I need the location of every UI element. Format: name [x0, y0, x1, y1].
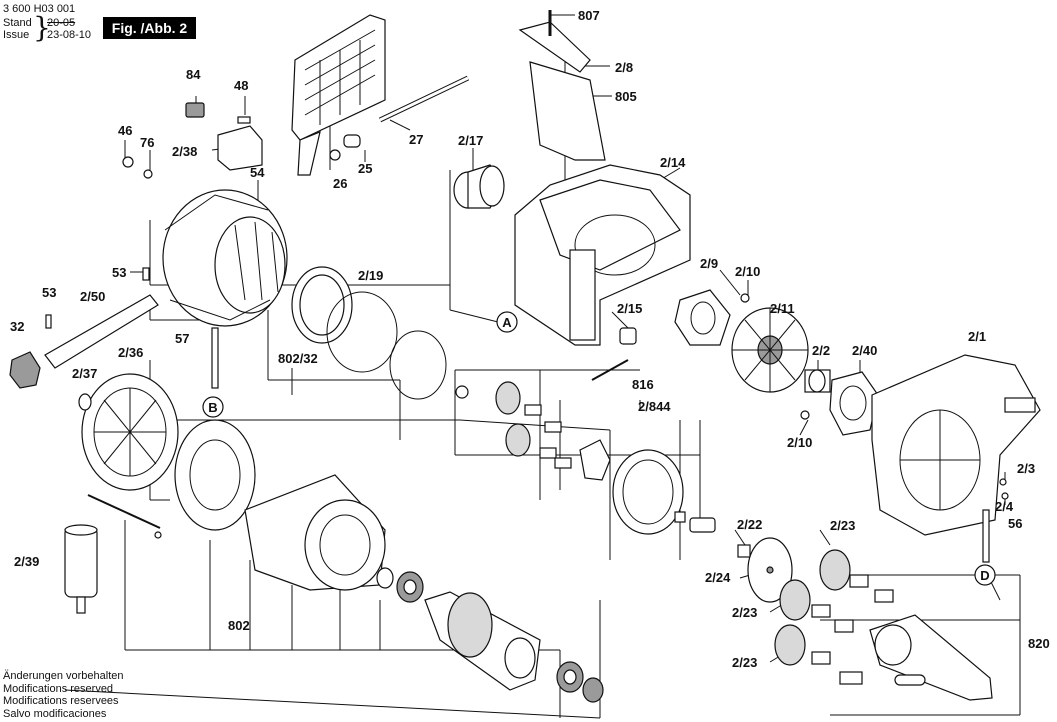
part-label-2-38: 2/38	[172, 144, 197, 159]
part-label-53a: 53	[112, 265, 126, 280]
part-label-2-11: 2/11	[770, 301, 795, 316]
bearings	[376, 567, 604, 703]
part-label-25: 25	[358, 161, 372, 176]
gasket-2-9	[674, 289, 731, 346]
fan-2-36	[78, 373, 179, 491]
part-label-2-2: 2/2	[812, 343, 830, 358]
gearbox-housing	[514, 164, 691, 346]
bushing-2-17	[453, 164, 505, 209]
part-label-2-50: 2/50	[80, 289, 105, 304]
small-screws	[591, 293, 1009, 500]
stator	[244, 474, 386, 591]
part-label-56: 56	[1008, 516, 1022, 531]
footer-line-es: Salvo modificaciones	[3, 707, 107, 720]
part-label-2-19: 2/19	[358, 268, 383, 283]
gear-stack	[737, 537, 993, 701]
part-label-2-39: 2/39	[14, 554, 39, 569]
rod-27	[378, 75, 470, 123]
footer-line-de: Änderungen vorbehalten	[3, 670, 124, 682]
part-label-2-22: 2/22	[737, 517, 762, 532]
part-label-2-23a: 2/23	[830, 518, 855, 533]
footer-line-en: Modifications reserved	[3, 682, 114, 695]
callout-a: A	[502, 315, 512, 330]
capacitor-2-39	[64, 524, 98, 614]
fence-plate	[291, 14, 386, 176]
part-label-2-10a: 2/10	[735, 264, 760, 279]
part-label-57: 57	[175, 331, 189, 346]
rotor	[424, 591, 541, 691]
part-label-32: 32	[10, 319, 24, 334]
part-label-820: 820	[1028, 636, 1050, 651]
document-number: 3 600 H03 001	[3, 3, 76, 15]
part-label-2-844: 2/844	[638, 399, 671, 414]
part-label-2-1: 2/1	[968, 329, 986, 344]
impeller-2-11	[731, 307, 809, 393]
part-label-48: 48	[234, 78, 248, 93]
footer-line-fr: Modifications reservees	[3, 695, 119, 707]
part-label-46: 46	[118, 123, 132, 138]
cover-805	[518, 21, 606, 161]
housing-2-1	[871, 354, 1041, 536]
switch-parts	[122, 102, 361, 179]
part-label-2-15: 2/15	[617, 301, 642, 316]
part-number-labels: 807 2/8 805 84 48 46 76 2/38 27 2/17 25 …	[10, 8, 1050, 670]
pin-56	[982, 509, 990, 563]
end-cap	[174, 419, 256, 531]
long-bolt	[87, 494, 162, 539]
part-label-26: 26	[333, 176, 347, 191]
callout-letters: A B D	[208, 315, 989, 583]
part-label-76: 76	[140, 135, 154, 150]
part-label-2-9: 2/9	[700, 256, 718, 271]
callout-markers	[202, 311, 996, 586]
part-label-27: 27	[409, 132, 423, 147]
part-label-2-17: 2/17	[458, 133, 483, 148]
issue-label: Issue	[3, 29, 30, 41]
part-label-2-23b: 2/23	[732, 605, 757, 620]
flange-2-40	[829, 371, 879, 436]
part-label-53b: 53	[42, 285, 56, 300]
planetary-gears	[455, 381, 716, 535]
rings-2-19	[291, 266, 447, 400]
pin-57	[211, 327, 219, 389]
stand-label: Stand	[3, 17, 32, 29]
part-label-2-37: 2/37	[72, 366, 97, 381]
shaft-2-50	[9, 267, 159, 389]
part-label-2-36: 2/36	[118, 345, 143, 360]
part-label-2-10b: 2/10	[787, 435, 812, 450]
part-label-805: 805	[615, 89, 637, 104]
figure-label: Fig. /Abb. 2	[103, 17, 196, 39]
part-label-2-4: 2/4	[995, 499, 1014, 514]
part-label-2-40: 2/40	[852, 343, 877, 358]
motor-housing	[162, 189, 288, 327]
part-label-2-3: 2/3	[1017, 461, 1035, 476]
issue-value: 23-08-10	[47, 29, 92, 41]
bearing-2-2	[804, 369, 831, 393]
part-label-54: 54	[250, 165, 265, 180]
part-label-2-23c: 2/23	[732, 655, 757, 670]
part-label-802: 802	[228, 618, 250, 633]
part-label-807: 807	[578, 8, 600, 23]
brace-glyph: }	[33, 11, 51, 44]
part-label-2-24: 2/24	[705, 570, 731, 585]
part-label-2-8: 2/8	[615, 60, 633, 75]
stand-value: 20-05	[47, 17, 76, 29]
callout-d: D	[980, 568, 989, 583]
part-label-84: 84	[186, 67, 201, 82]
callout-b: B	[208, 400, 217, 415]
part-label-802-32: 802/32	[278, 351, 318, 366]
part-label-2-14: 2/14	[660, 155, 686, 170]
part-label-816: 816	[632, 377, 654, 392]
footer-notes: Änderungen vorbehalten Modifications res…	[3, 670, 123, 720]
